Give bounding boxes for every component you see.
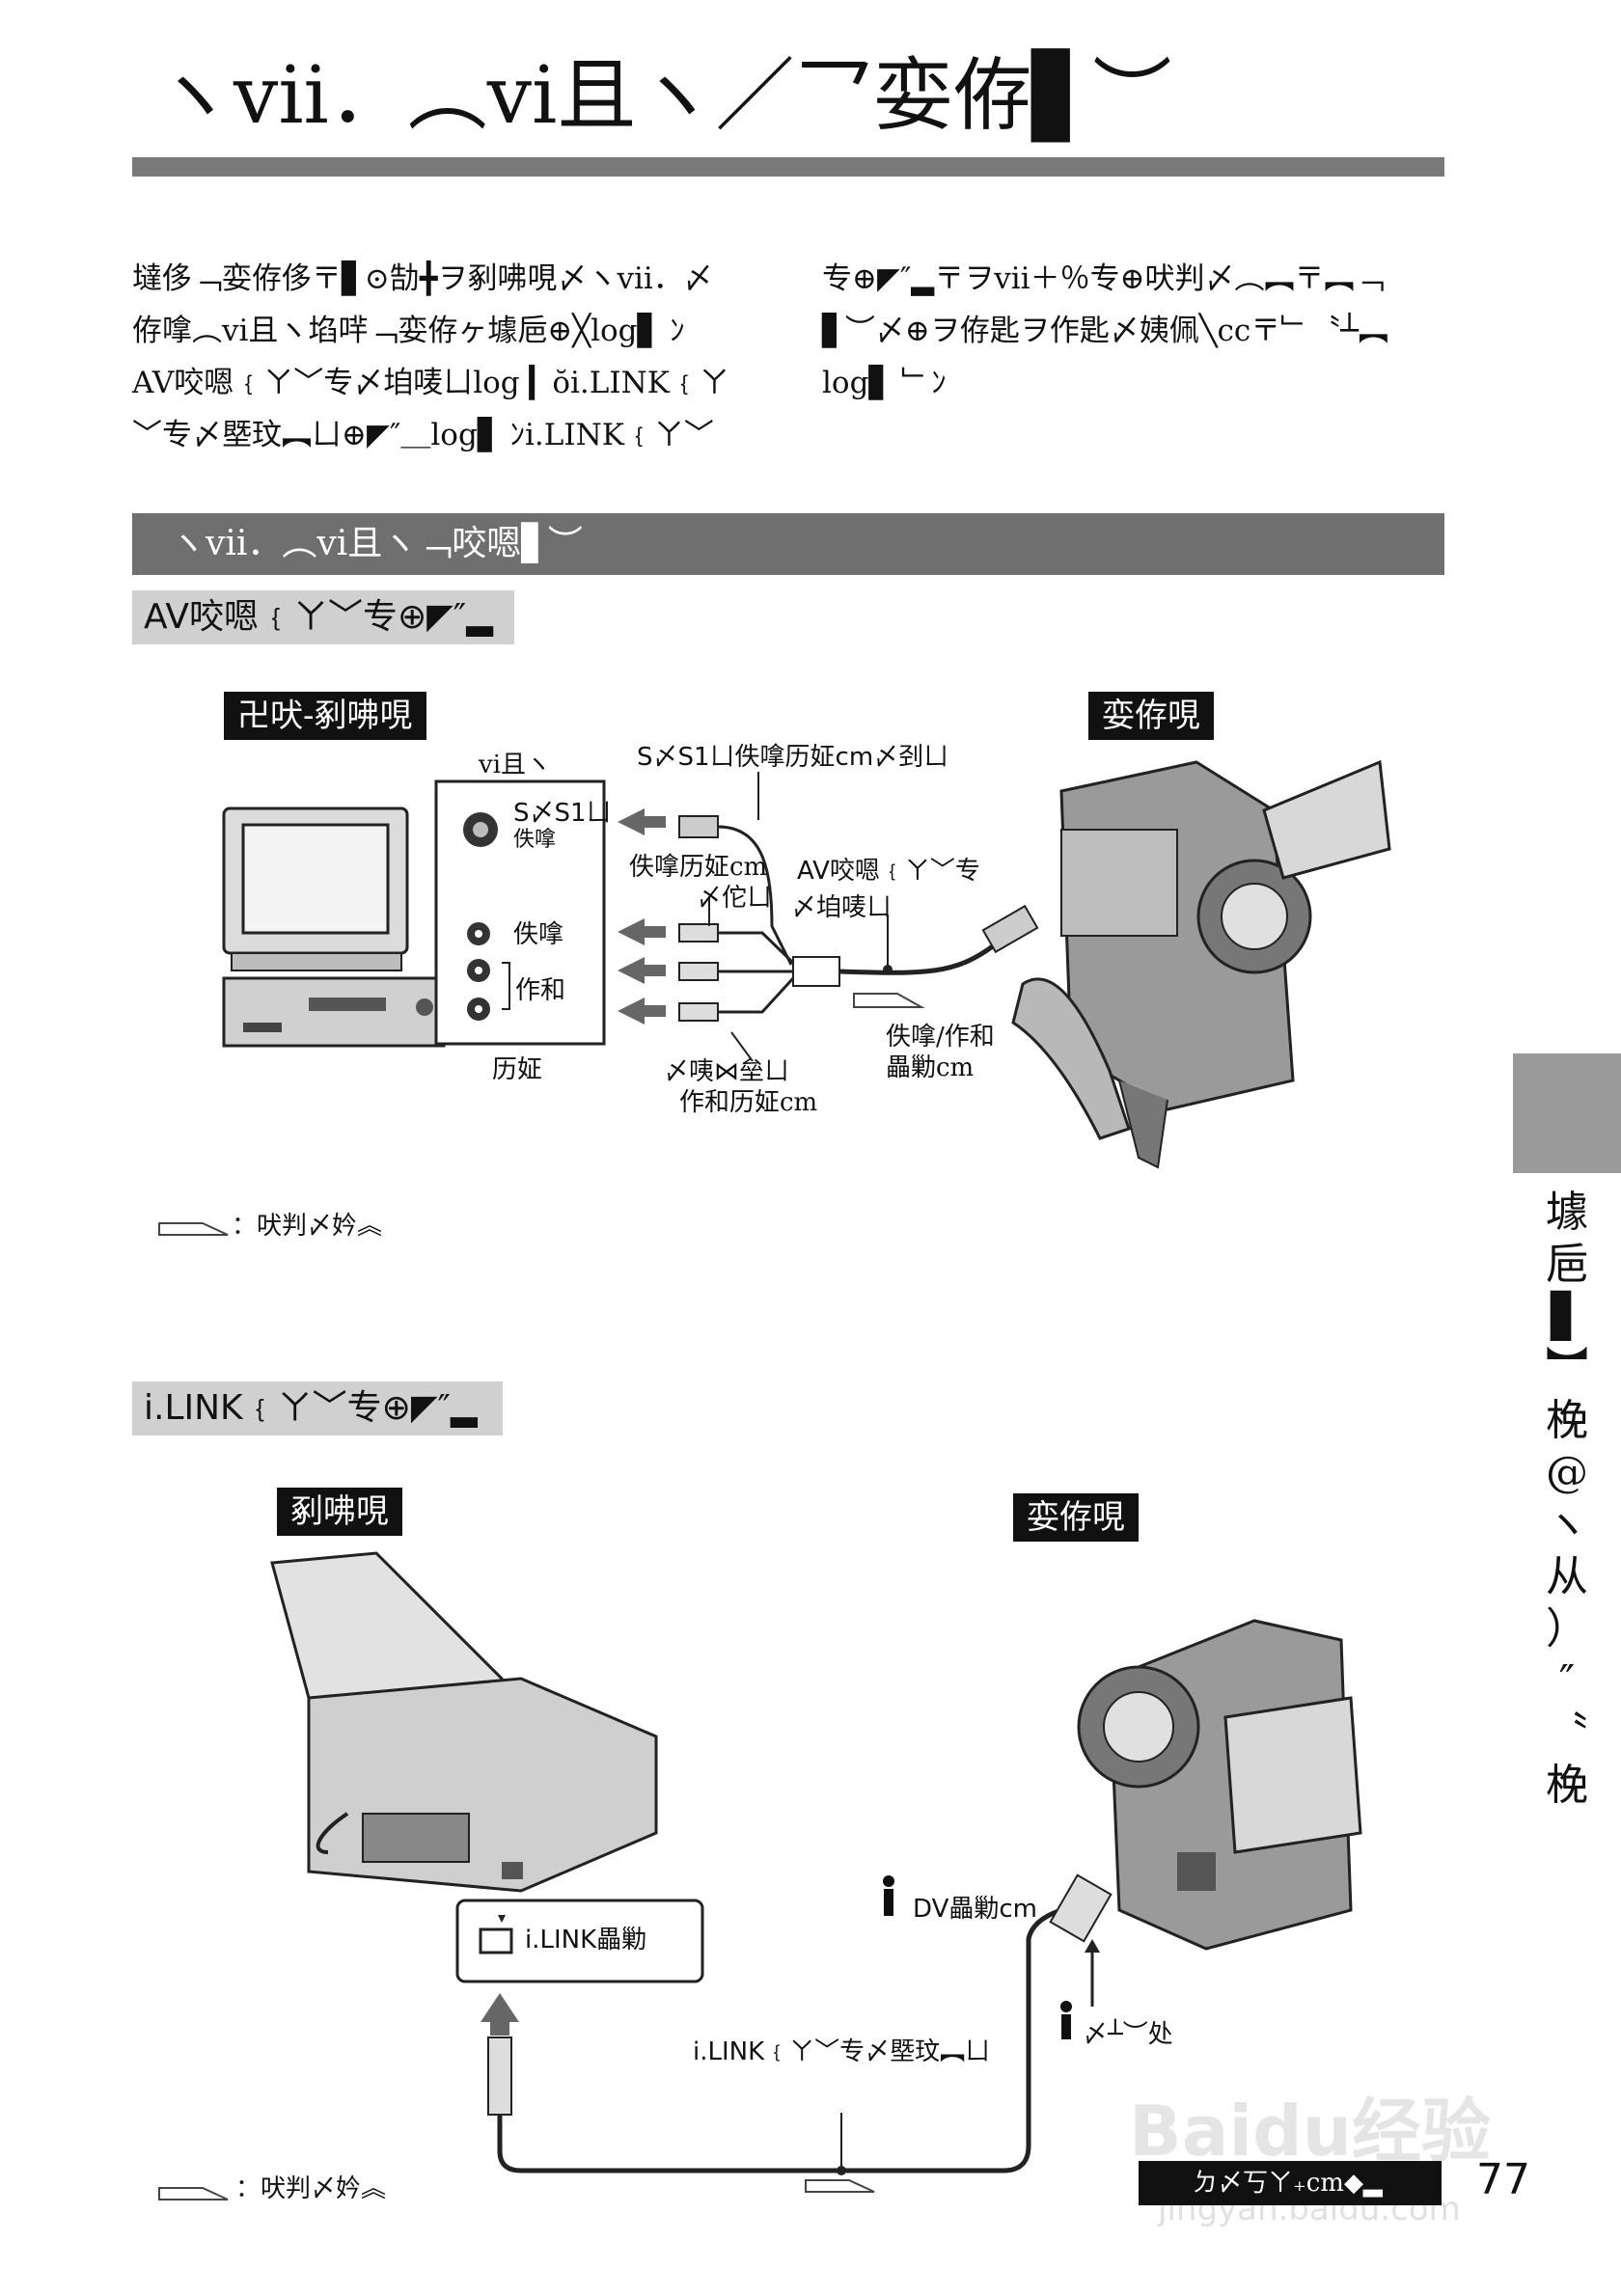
tv-illustration — [222, 806, 409, 971]
intro-right-line-2: ▋︶〆⊕ヲ侟匙ヲ作匙〆姨佩╲cc〒﹂〝┴︻ — [822, 314, 1388, 348]
side-char: ） — [1546, 1604, 1588, 1654]
ilink-plug-right — [1049, 1873, 1113, 1943]
vcr-open-illustration — [270, 1551, 658, 1893]
ilink-legend: ：吠判〆妗︽ — [235, 2174, 387, 2203]
side-tab-text: 壉 巵 ▋ ︼ 梚 @ ヽ 从 ） ″ 〝 梚 — [1513, 1187, 1621, 1812]
intro-right-column: 专⊕◤″▂〒ヲvii＋％专⊕吠判〆︵︻〒︻﹁ ▋︶〆⊕ヲ侟匙ヲ作匙〆姨佩╲cc〒… — [822, 253, 1440, 409]
av-tag-camcorder: 娈侟哯 — [1088, 692, 1214, 740]
intro-left-line-2: 侟嗱︵vi且ヽ埳哶﹁娈侟ヶ壉巵⊕╳log▋ ﾝ — [132, 314, 685, 348]
ilink-legend-arrow-icon — [158, 2187, 229, 2200]
label-ilink-port: i.LINK畾勦 — [525, 1926, 647, 1954]
label-video-port: 佚嗱 — [513, 920, 564, 949]
label-inputs: vi且ヽ — [479, 751, 552, 779]
ilink-direction-arrow-icon — [805, 2179, 875, 2193]
label-video-cable-sub: 〆佗ㄩ — [697, 884, 773, 913]
section-heading: ヽvii．︵vi且ヽ﹁咬嗯▋︶ — [132, 513, 1444, 575]
label-dv-jack: DV畾勦cm — [913, 1895, 1037, 1924]
signal-arrows — [618, 808, 666, 1025]
ilink-mark-icon-2 — [1060, 2001, 1072, 2039]
side-char: 壉 — [1546, 1188, 1588, 1237]
label-audio-port: 作和 — [515, 976, 566, 1005]
label-av-jack-sub: 畾勦cm — [886, 1053, 975, 1082]
label-audio-cable: 〆咦⋈垒ㄩ — [664, 1057, 790, 1086]
intro-right-line-1: 专⊕◤″▂〒ヲvii＋％专⊕吠判〆︵︻〒︻﹁ — [822, 261, 1385, 296]
ilink-port-icon — [479, 1927, 513, 1954]
footer-section-box: ㄉ〆丂ㄚ₊cm◆▂ — [1139, 2161, 1442, 2205]
side-char: ヽ — [1546, 1500, 1588, 1549]
label-video-cable: 佚嗱历姃cm — [629, 853, 768, 882]
av-subheading: AV咬嗯﹛ㄚ﹀专⊕◤″▂ — [132, 590, 514, 644]
vcr-illustration — [222, 976, 446, 1048]
side-char: @ — [1546, 1448, 1588, 1497]
intro-left-line-4: ﹀专〆塈玟︻ㄩ⊕◤″＿log▋ ﾝi.LINK﹛ㄚ﹀ — [132, 418, 714, 452]
up-arrow-icon — [481, 1993, 519, 2036]
ilink-plug-left — [487, 2036, 512, 2116]
side-char: 梚 — [1546, 1761, 1588, 1810]
intro-left-line-1: 墶侈﹁娈侟侈〒▋⊙勂╋ヲ剢咈哯〆ヽvii．〆 — [132, 261, 713, 296]
label-svideo-port: S〆S1ㄩ — [513, 799, 612, 828]
side-tab-marker — [1513, 1053, 1621, 1173]
label-svideo-port-sub: 佚嗱 — [513, 828, 557, 852]
label-av-cable: AV咬嗯﹛ㄚ﹀专 — [797, 857, 980, 886]
label-ilink-mark: 〆┴︶处 — [1083, 2020, 1173, 2049]
label-audio-cable-sub: 作和历姃cm — [679, 1088, 818, 1117]
av-cable-plugs — [678, 815, 719, 1022]
side-char: ▋ — [1551, 1292, 1583, 1341]
side-char: 〝 — [1546, 1708, 1588, 1758]
page-title: ヽvii．︵vi且ヽ／乛娈侟▋︶ — [154, 50, 1172, 142]
side-char: 梚 — [1546, 1396, 1588, 1445]
label-av-cable-sub: 〆垍唛ㄩ — [791, 893, 893, 922]
intro-left-column: 墶侈﹁娈侟侈〒▋⊙勂╋ヲ剢咈哯〆ヽvii．〆 侟嗱︵vi且ヽ埳哶﹁娈侟ヶ壉巵⊕╳… — [132, 253, 750, 461]
label-ilink-cable: i.LINK﹛ㄚ﹀专〆塈玟︻ㄩ — [693, 2037, 991, 2066]
side-char: 从 — [1546, 1552, 1588, 1601]
legend-arrow-icon — [158, 1222, 229, 1236]
side-char: 巵 — [1546, 1240, 1588, 1289]
direction-arrow-icon — [853, 993, 925, 1008]
camcorder-ilink-illustration — [1077, 1619, 1362, 1951]
ilink-port-callout — [455, 1899, 704, 1983]
ilink-tag-vcr: 剢咈哯 — [277, 1488, 402, 1536]
ilink-subheading: i.LINK﹛ㄚ﹀专⊕◤″▂ — [132, 1381, 503, 1435]
side-char: ︼ — [1546, 1344, 1588, 1393]
intro-right-line-3: log▋ ﹂ﾝ — [822, 366, 947, 400]
av-legend: ：吠判〆妗︽ — [232, 1212, 383, 1241]
label-svideo-cable: S〆S1ㄩ佚嗱历姃cm〆刭ㄩ — [637, 743, 949, 772]
label-av-jack: 佚嗱/作和 — [886, 1023, 995, 1052]
cable-junction — [792, 956, 840, 987]
intro-left-line-3: AV咬嗯﹛ㄚ﹀专〆垍唛ㄩlog ▎ŏi.LINK﹛ㄚ — [132, 366, 729, 400]
ilink-tag-camcorder: 娈侟哯 — [1013, 1493, 1139, 1542]
camcorder-illustration — [1011, 759, 1391, 1169]
watermark: Baidu经验 — [1129, 2091, 1491, 2172]
label-bottom-left: 历姃 — [492, 1055, 543, 1084]
side-char: ″ — [1558, 1656, 1576, 1706]
av-tag-source: 卍吠-剢咈哯 — [224, 692, 426, 740]
ilink-mark-icon — [883, 1875, 894, 1916]
title-rule — [132, 157, 1444, 177]
page-number: 77 — [1476, 2155, 1530, 2204]
